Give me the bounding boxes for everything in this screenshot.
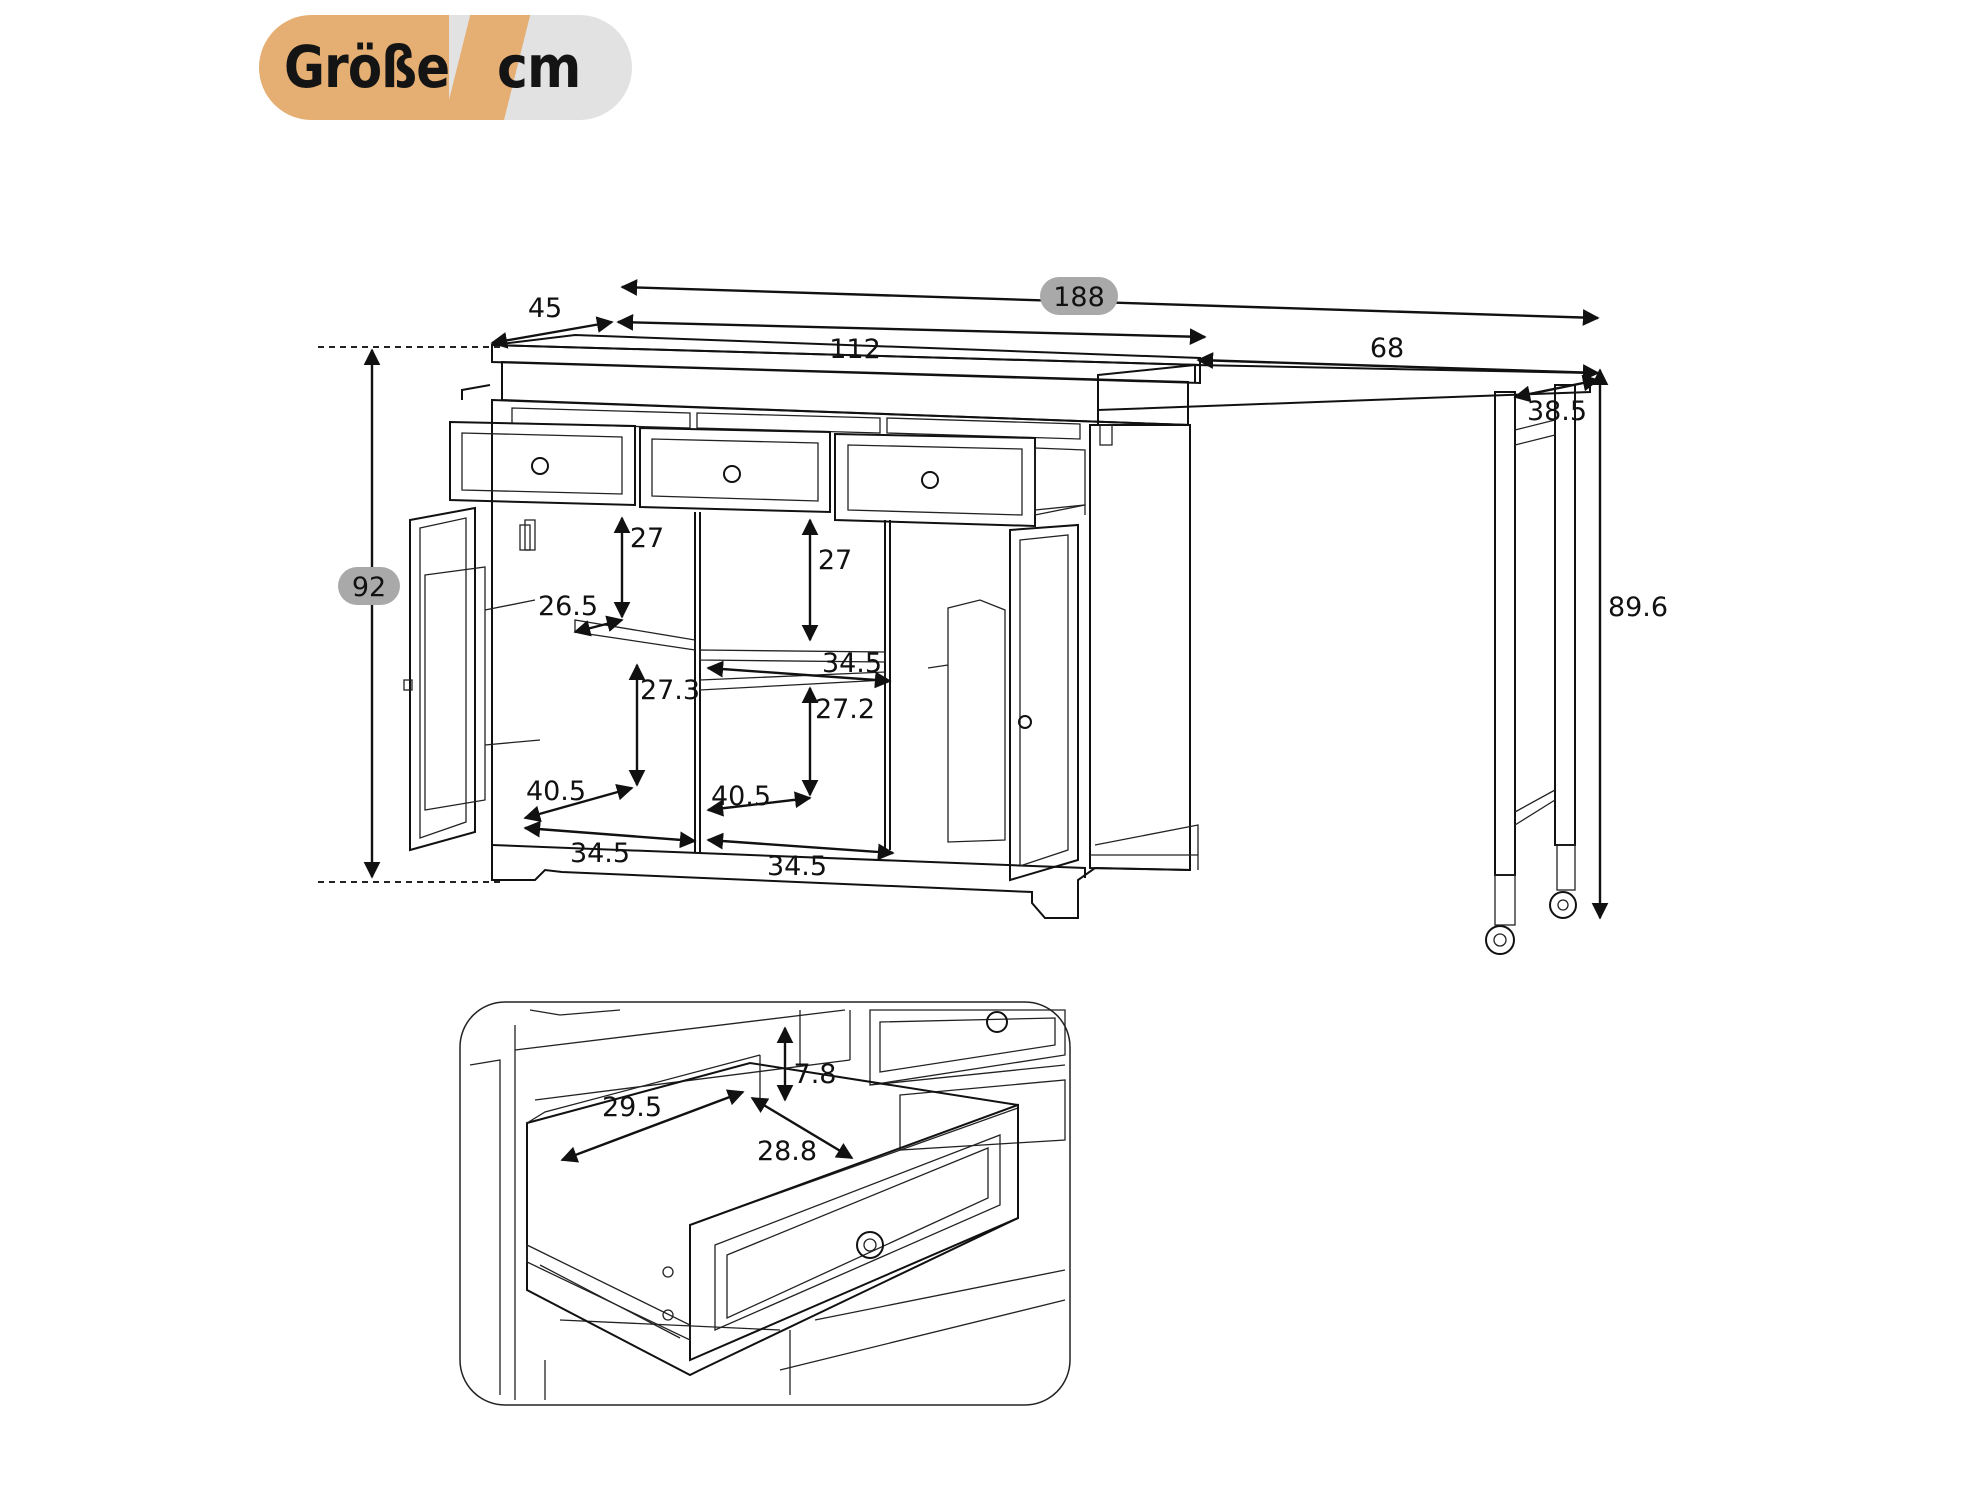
bubble-188 [1040, 277, 1118, 315]
size-unit-badge: Größe cm [259, 15, 632, 120]
right-door [1009, 523, 1079, 882]
label-drawer-height: 7.8 [794, 1059, 837, 1090]
inset-frame [459, 1001, 1071, 1406]
label-depth: 45 [528, 293, 562, 324]
drawer-3-knob [921, 471, 939, 489]
apron [501, 360, 1189, 427]
label-extension-height: 89.6 [1608, 592, 1668, 623]
extension-leg-back [1554, 384, 1576, 846]
drawer-1-knob [531, 457, 549, 475]
detail-drawer-knob [856, 1231, 884, 1259]
drawer-2-knob [723, 465, 741, 483]
wheel-front [1485, 925, 1515, 955]
label-mid-lower-depth: 40.5 [711, 781, 771, 812]
label-left-lower-depth: 40.5 [526, 776, 586, 807]
label-extension-length: 68 [1370, 333, 1404, 364]
drawer-3 [834, 432, 1036, 528]
drawer-1 [449, 420, 636, 507]
dimension-labels: 188 45 112 68 38.5 92 89.6 27 26.5 27.3 … [352, 282, 1668, 882]
right-door-knob [1018, 715, 1032, 729]
drawer-detail-inset: 29.5 28.8 7.8 [459, 1001, 1071, 1406]
label-height: 92 [352, 572, 386, 603]
badge-orange-segment [259, 15, 474, 120]
label-left-width: 34.5 [570, 838, 630, 869]
unit-label: cm [497, 33, 581, 101]
bubble-92 [338, 567, 400, 605]
detail-drawer-front [689, 1103, 1019, 1362]
label-mid-width: 34.5 [767, 851, 827, 882]
label-mid-shelf-width: 34.5 [822, 648, 882, 679]
detail-drawer [526, 1061, 1019, 1377]
size-label: Größe [284, 33, 450, 101]
extension-table [1097, 363, 1591, 412]
label-total-length: 188 [1053, 282, 1105, 313]
drawer-2 [639, 426, 831, 514]
label-left-upper-height: 27 [630, 523, 664, 554]
extension-leg-front [1494, 391, 1516, 876]
label-mid-upper-height: 27 [818, 545, 852, 576]
cabinet-end-panel [1089, 424, 1191, 872]
label-drawer-width: 29.5 [602, 1092, 662, 1123]
label-mid-lower-height: 27.2 [815, 694, 875, 725]
label-extension-depth: 38.5 [1527, 396, 1587, 427]
wheel-back [1549, 891, 1577, 919]
label-left-upper-depth: 26.5 [538, 591, 598, 622]
left-door [409, 506, 476, 852]
label-drawer-depth: 28.8 [757, 1136, 817, 1167]
dimension-lines [318, 279, 1609, 920]
label-left-lower-height: 27.3 [640, 675, 700, 706]
label-cabinet-width: 112 [829, 334, 881, 365]
